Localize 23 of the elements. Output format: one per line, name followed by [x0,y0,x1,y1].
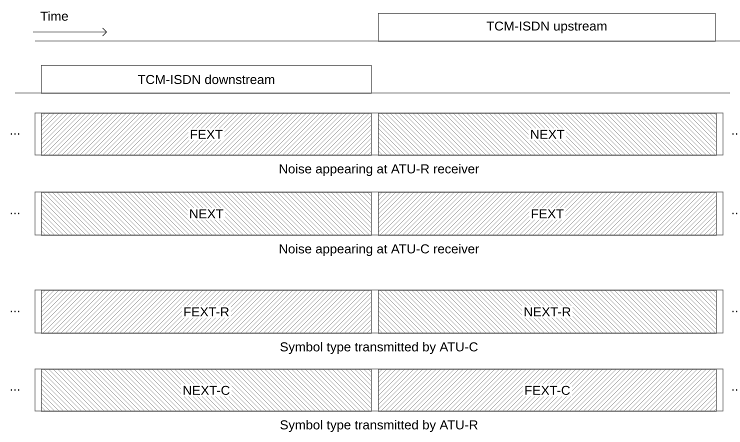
continuation-dots: ... [10,133,20,135]
hatched-segment: NEXT [378,113,717,156]
continuation-dots: .. [732,389,738,391]
continuation-dots: ... [10,212,20,214]
row-caption: Noise appearing at ATU-R receiver [280,164,480,176]
row-caption: Noise appearing at ATU-C receiver [280,244,480,256]
row-caption: Symbol type transmitted by ATU-R [280,420,478,432]
continuation-dots: .. [732,133,738,135]
hatched-segment: FEXT [41,113,372,156]
hatched-segment: NEXT-R [378,290,717,334]
continuation-dots: .. [732,310,738,312]
hatched-segment: FEXT [378,192,717,236]
pulse-box: TCM-ISDN downstream [41,65,372,94]
continuation-dots: .. [732,212,738,214]
row-caption: Symbol type transmitted by ATU-C [280,342,478,354]
continuation-dots: ... [10,310,20,312]
hatched-segment: FEXT-R [41,290,372,334]
continuation-dots: ... [10,389,20,391]
axis-label: Time [40,11,68,21]
hatched-segment: FEXT-C [378,368,717,412]
hatched-segment: NEXT-C [41,368,372,412]
pulse-box: TCM-ISDN upstream [378,13,716,42]
hatched-segment: NEXT [41,192,372,236]
